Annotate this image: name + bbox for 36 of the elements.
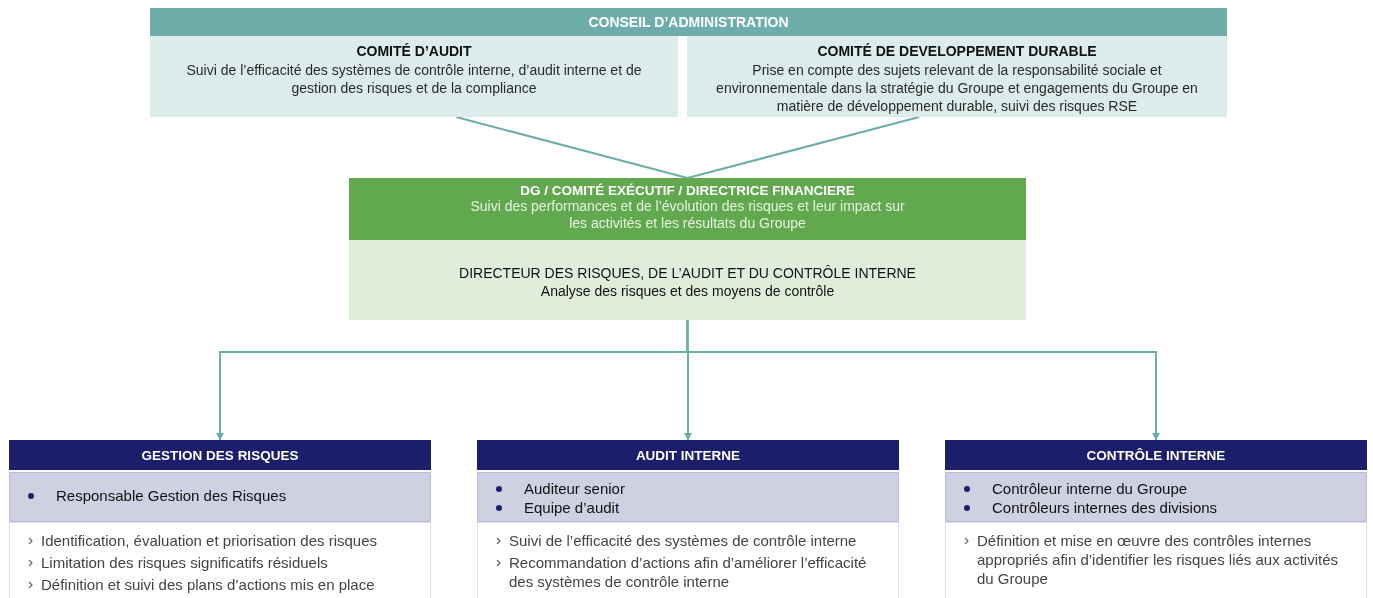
roles-box: [477, 472, 899, 522]
connector-line: [686, 116, 921, 179]
task-text: Suivi de l’efficacité des systèmes de contrôle interne: [509, 531, 857, 550]
executive-box: [349, 178, 1026, 240]
director-box: [349, 240, 1026, 320]
roles-box: [945, 472, 1367, 522]
task-text: Limitation des risques significatifs résiduels: [41, 553, 328, 572]
role-text: Contrôleur interne du Groupe: [992, 479, 1188, 498]
committee-title: COMITÉ D’AUDIT: [355, 43, 473, 59]
connector-line: [455, 116, 689, 179]
role-text: Equipe d’audit: [524, 498, 620, 517]
director-title: DIRECTEUR DES RISQUES, DE L’AUDIT ET DU CONTRÔLE INTERNE: [458, 264, 917, 282]
committee-box: [150, 36, 678, 117]
committee-description: Suivi de l’efficacité des systèmes de contrôle interne, d’audit interne et de gestion des risques et de la compliance: [185, 61, 643, 97]
heading-band: CONSEIL D’ADMINISTRATION: [150, 8, 1227, 36]
column-header: GESTION DES RISQUES: [9, 440, 431, 470]
arrow: [686, 319, 1160, 441]
committee-title: COMITÉ DE DEVELOPPEMENT DURABLE: [816, 43, 1098, 59]
executive-title: DG / COMITÉ EXÉCUTIF / DIRECTRICE FINANCIERE: [519, 183, 856, 198]
tasks-box: [9, 522, 431, 598]
task-text: Recommandation d’actions afin d’améliorer l’efficacité des systèmes de contrôle interne: [509, 553, 868, 591]
role-text: Responsable Gestion des Risques: [56, 486, 287, 505]
tasks-box: [477, 522, 899, 598]
executive-description: Suivi des performances et de l’évolution des risques et leur impact sur les activités et les résultats du Groupe: [469, 198, 906, 232]
task-text: Définition et suivi des plans d’actions mis en place: [41, 575, 375, 594]
role-text: Auditeur senior: [524, 479, 625, 498]
committee-box: [687, 36, 1227, 117]
roles-box: [9, 472, 431, 522]
column-header: CONTRÔLE INTERNE: [945, 440, 1367, 470]
task-text: Identification, évaluation et priorisation des risques: [41, 531, 378, 550]
role-text: Contrôleurs internes des divisions: [992, 498, 1218, 517]
tasks-box: [945, 522, 1367, 598]
director-description: Analyse des risques et des moyens de contrôle: [539, 282, 836, 300]
committee-description: Prise en compte des sujets relevant de la responsabilité sociale et environnementale dans la stratégie du Groupe et engagements du Groupe en matière de développement durable, suivi des risques RSE: [715, 61, 1199, 115]
task-text: Définition et mise en œuvre des contrôles internes appropriés afin d’identifier les risques liés aux activités du Groupe: [977, 531, 1339, 588]
column-header: AUDIT INTERNE: [477, 440, 899, 470]
